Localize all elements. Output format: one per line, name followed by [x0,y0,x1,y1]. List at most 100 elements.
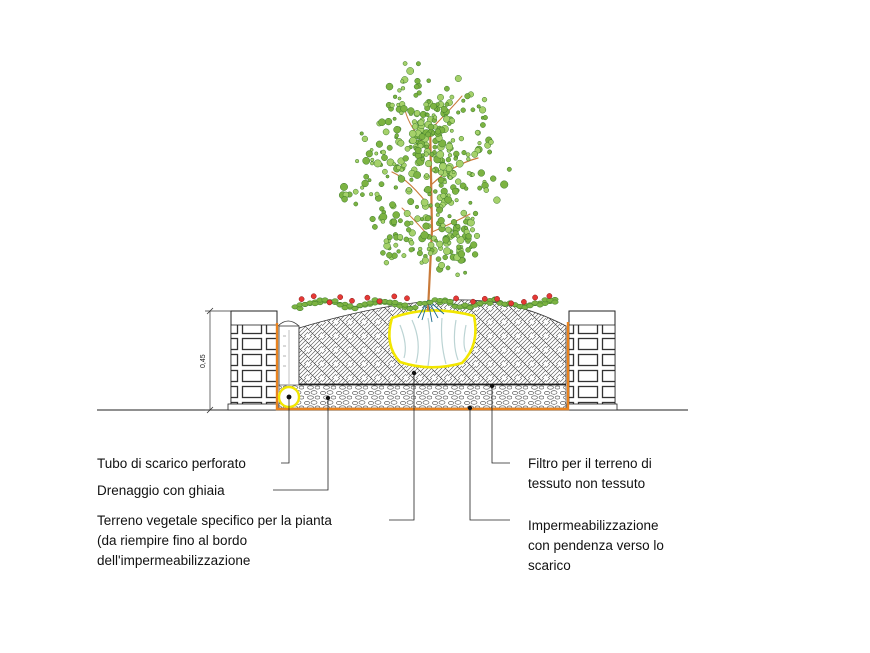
leaf [369,192,374,197]
leaf [404,145,411,152]
leaf [493,196,501,204]
leaf [386,234,393,241]
leaf [359,131,364,136]
leaf [380,250,386,256]
leaf [476,104,481,109]
leaf [474,129,481,136]
leaf [420,153,425,158]
leaf [444,85,450,92]
leaf [372,224,378,230]
leaf [426,99,431,104]
shrub-leaf [461,302,469,308]
root-ball [388,309,477,369]
leaf [445,226,452,233]
label-perforated-pipe: Tubo di scarico perforato [97,456,246,471]
leaf [443,247,451,255]
leaf [407,198,415,206]
leaf [360,185,365,190]
leaf [440,222,446,229]
leaf [414,204,420,209]
leaf [403,236,410,243]
leaf [445,157,452,163]
label-geotextile-2: tessuto non tessuto [528,476,645,491]
leaf [389,201,396,209]
flower [532,294,538,301]
leaf [438,139,447,148]
leaf [406,227,412,233]
leaf [425,160,433,168]
height-dimension: 0,45 [200,307,231,414]
leaf [389,102,395,108]
leaf [431,168,436,172]
leaf [392,211,400,219]
leaf [370,161,375,166]
flower [349,297,355,304]
leaf [439,162,447,171]
leaf [370,157,375,162]
leader-dots [286,370,495,411]
leaf [435,256,442,262]
shrub-leaf [391,299,399,305]
tree-roots [417,299,445,323]
leaf [413,110,421,117]
leaf [416,250,423,257]
leaf [400,105,408,113]
leaf [440,192,447,199]
leaf [397,88,402,93]
leaf [406,67,415,75]
leaf [423,101,429,108]
leaf [436,240,444,248]
flower [508,300,515,307]
leaf [375,140,383,148]
shrub-leaf [311,301,319,307]
leaf [456,244,462,250]
shrub-leaf [346,303,354,309]
leaf [472,210,479,217]
leaf [455,159,464,168]
leaf [427,123,435,131]
leaf [414,77,421,85]
leaf [460,209,468,217]
label-waterproofing-2: con pendenza verso lo [528,538,664,553]
leaf [396,165,402,171]
leaf [470,172,475,177]
leaf [373,159,382,168]
leaf [385,82,394,91]
leaf [506,166,512,172]
leaf [465,152,471,158]
leaf [386,144,393,151]
leaf [413,171,422,179]
flower [453,295,459,302]
leaf [392,116,397,121]
leaf [402,155,409,162]
flower [298,296,305,302]
flower [337,294,344,300]
leaf [446,193,451,198]
leaf [445,142,454,151]
leaf [340,182,348,191]
leaf [404,220,411,227]
leaf [411,123,419,130]
leaf [438,169,444,176]
leaf [433,115,438,120]
leaf [427,192,432,197]
leaf [378,181,385,188]
leaf [400,86,406,91]
flower [310,293,317,300]
leaf [482,115,488,121]
leaf [418,133,426,140]
leaf [361,179,369,188]
leaf [436,150,445,159]
leaf [455,272,460,278]
leaf [406,186,412,193]
leaf [383,260,390,266]
label-waterproofing-1: Impermeabilizzazione [528,518,659,533]
leaf [450,138,456,143]
leaf [449,94,455,100]
leaf [434,202,441,208]
leaf [442,179,448,185]
leaf [450,219,458,226]
shrub-leaf [331,298,339,304]
leaf [477,169,485,177]
leaf [392,94,398,99]
